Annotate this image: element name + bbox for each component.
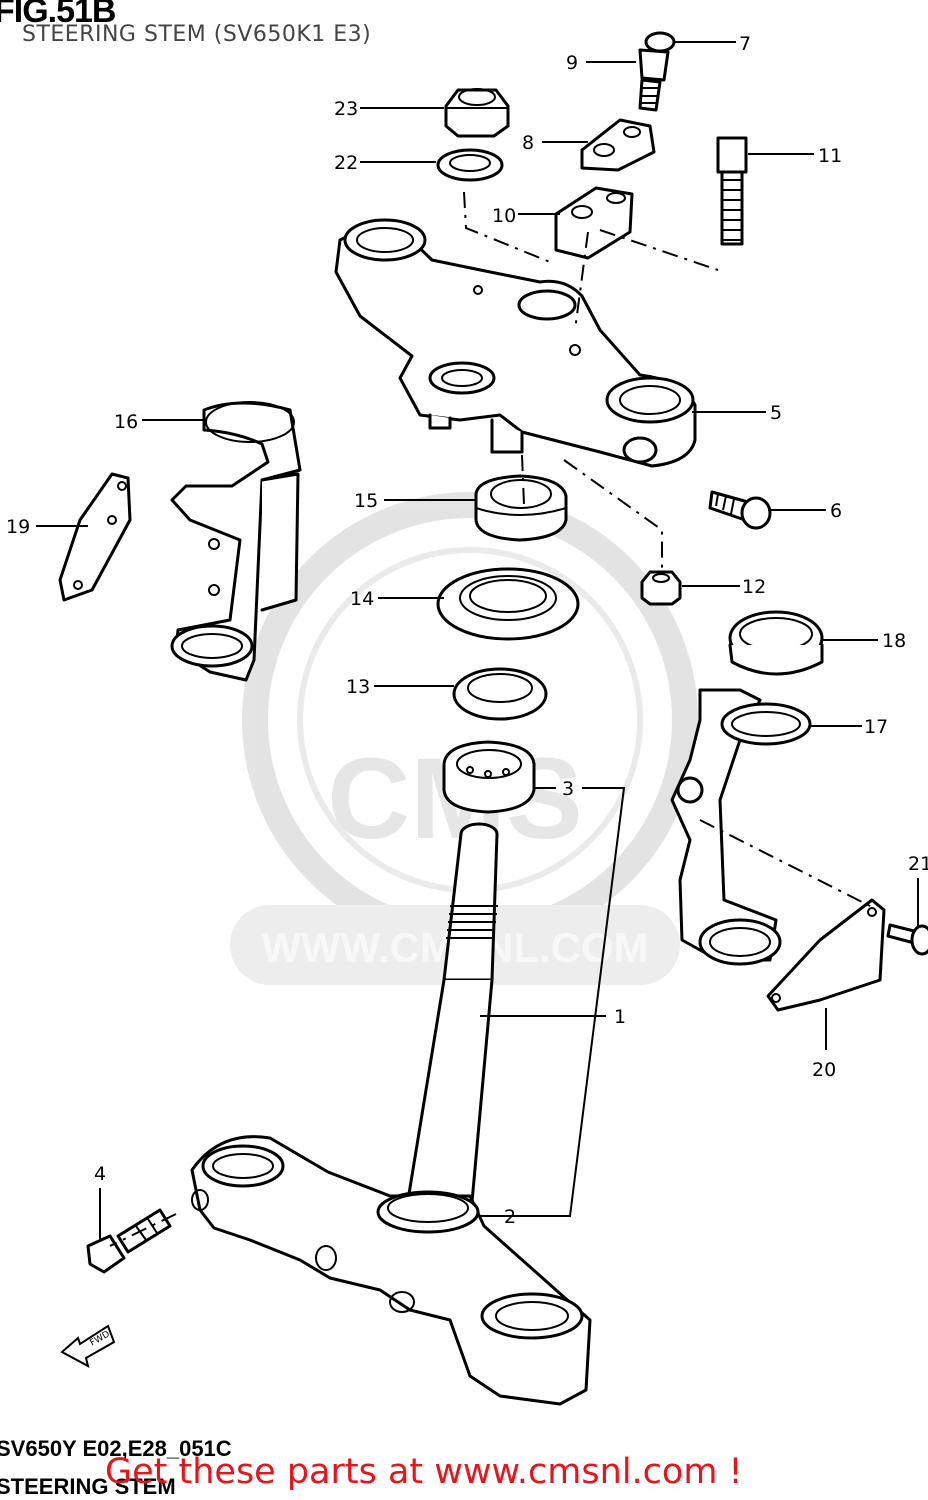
part-12-nut [640, 570, 682, 606]
footer-code: SV650Y E02,E28_051C [0, 1436, 232, 1461]
part-15-stem-nut [474, 474, 568, 542]
alignment-lines [109, 191, 871, 1247]
part-10-holder [554, 186, 634, 260]
callout-17: 17 [864, 716, 888, 738]
callout-1: 1 [614, 1006, 626, 1028]
part-14-dust-seal [436, 567, 580, 641]
callout-6: 6 [830, 500, 842, 522]
callout-8: 8 [522, 132, 534, 154]
part-17-bracket [670, 688, 812, 966]
callout-12: 12 [742, 576, 766, 598]
part-19-plate [58, 472, 132, 602]
figure-subtitle: STEERING STEM (SV650K1 E3) [22, 22, 372, 47]
part-22-washer [436, 148, 504, 182]
callout-2: 2 [504, 1206, 516, 1228]
callout-23: 23 [334, 98, 358, 120]
callout-9: 9 [566, 52, 578, 74]
callout-16: 16 [114, 411, 138, 433]
footer-name: STEERING STEM [0, 1474, 176, 1499]
part-18-bearing [728, 610, 824, 676]
part-20-plate [766, 898, 886, 1012]
callout-14: 14 [350, 588, 374, 610]
part-2-lower-bracket [190, 1135, 592, 1406]
part-11-bolt [716, 136, 748, 246]
figure-title: FIG.51B [0, 0, 116, 30]
callout-11: 11 [818, 145, 842, 167]
callout-7: 7 [739, 33, 751, 55]
part-6-bolt [708, 490, 772, 530]
callout-4: 4 [94, 1163, 106, 1185]
callout-labels: 7 9 23 8 11 22 10 5 16 15 6 19 12 14 18 … [6, 33, 928, 1228]
part-8-holder [580, 118, 656, 172]
callout-18: 18 [882, 630, 906, 652]
callout-3: 3 [562, 778, 574, 800]
callout-10: 10 [492, 205, 516, 227]
part-3-bearing [442, 740, 536, 814]
part-23-nut [444, 88, 510, 138]
part-4-bolt [86, 1208, 172, 1274]
callout-19: 19 [6, 516, 30, 538]
part-13-race [452, 667, 548, 721]
call-to-action-link[interactable]: Get these parts at www.cmsnl.com ! [105, 1452, 743, 1492]
fwd-arrow-icon: FWD [60, 1324, 116, 1368]
callout-5: 5 [770, 402, 782, 424]
callout-20: 20 [812, 1059, 836, 1081]
part-16-bracket [170, 401, 302, 682]
part-9-bolt [638, 48, 670, 112]
leader-lines [36, 41, 919, 1240]
callout-22: 22 [334, 152, 358, 174]
callout-15: 15 [354, 490, 378, 512]
part-7-cap [644, 31, 676, 53]
part-21-screw [886, 923, 928, 956]
callout-21: 21 [908, 853, 928, 875]
part-5-upper-bracket [334, 218, 697, 468]
callout-13: 13 [346, 676, 370, 698]
